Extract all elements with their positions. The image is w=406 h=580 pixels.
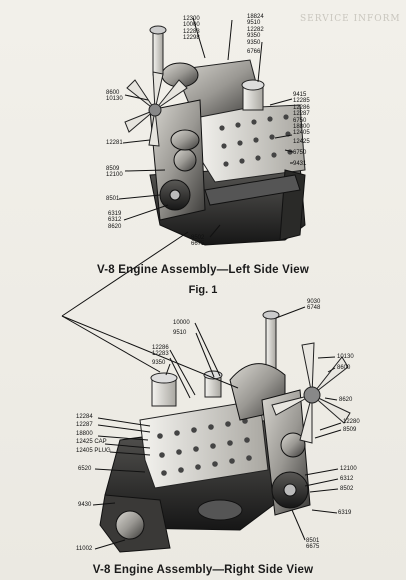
fig2-label-9430: 9430 [78, 502, 92, 508]
fig2-label-6319: 6319 [338, 510, 352, 516]
engine-left-side-drawing [124, 25, 306, 246]
fig2-labels-right-bottom: 6312 8502 [340, 476, 354, 493]
fig2-label-10000: 10000 [173, 320, 190, 326]
leader-lines [61, 17, 342, 550]
fig1-labels-left-upper: 8600 10130 [106, 90, 123, 103]
fig2-label-6520: 6520 [78, 466, 92, 472]
fig1-labels-left-lower: 8509 12100 [106, 166, 123, 179]
fig1-label-8501: 8501 [106, 196, 120, 202]
fig2-labels-bottom-right: 8501 6675 [306, 538, 320, 551]
fig2-label-11002: 11002 [76, 546, 93, 552]
faint-header-text: SERVICE INFORMATION [300, 14, 400, 24]
fig2-caption: V-8 Engine Assembly—Right Side View [92, 564, 314, 576]
fig2-labels-top-left: 12286 12283 9350 [152, 345, 169, 366]
fig1-labels-bottom: 8502 6675 [191, 235, 205, 248]
fig1-number: Fig. 1 [188, 284, 218, 296]
fig2-labels-left-block: 12284 12287 18800 12425 CAP 12405 PLUG [76, 414, 111, 454]
engine-right-side-drawing [99, 310, 351, 553]
fig2-labels-top-right: 9030 6748 [307, 299, 321, 312]
fig1-labels-left-bottom: 6319 6312 8620 [108, 211, 122, 230]
fig2-label-9510: 9510 [173, 330, 187, 336]
fig1-labels-top-right: 18824 9510 12282 9350 9350 6766 [247, 14, 264, 56]
fig1-label-12281: 12281 [106, 140, 123, 146]
fig1-labels-top-center: 12300 10000 12283 12298 [183, 16, 200, 42]
fig1-labels-right-12405: 12405 12425 [293, 130, 310, 146]
fig1-label-9431: 9431 [293, 161, 307, 167]
fig2-label-12100: 12100 [340, 466, 357, 472]
fig1-caption: V-8 Engine Assembly—Left Side View [97, 264, 309, 276]
fig2-labels-right-upper: 10130 8600 [337, 354, 354, 372]
fig1-labels-right-upper: 9415 12285 12286 12287 6750 18800 [293, 92, 310, 131]
fig2-label-8620: 8620 [339, 397, 353, 403]
fig2-labels-right-lower: 12280 8509 [343, 419, 360, 434]
fig1-label-6750: 6750 [293, 150, 307, 156]
